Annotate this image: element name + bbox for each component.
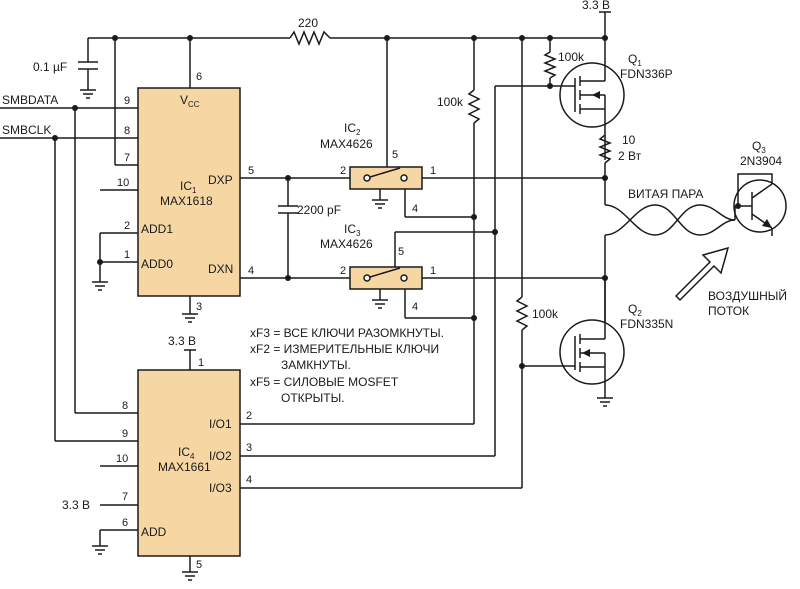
ic2-pin1: 1: [430, 165, 436, 177]
ic3-pin4: 4: [412, 301, 418, 313]
pullup-q2-label: 100k: [532, 307, 559, 321]
ic2-pin4: 4: [412, 203, 418, 215]
resistor-pullup-q2: [515, 296, 529, 331]
q2-part: FDN335N: [620, 317, 673, 331]
ic4-pin9: 9: [122, 428, 128, 440]
ic4-io2: I/O2: [209, 449, 232, 463]
ic1-part: MAX1618: [160, 194, 213, 208]
ic3-pin1: 1: [430, 265, 436, 277]
note-line-2: xF2 = ИЗМЕРИТЕЛЬНЫЕ КЛЮЧИ: [250, 342, 439, 356]
ic1-body: [137, 87, 241, 297]
ic4-pin4: 4: [246, 474, 252, 486]
ic2-pin2: 2: [340, 165, 346, 177]
ic4-io1: I/O1: [209, 417, 232, 431]
cap-decoupling: [78, 38, 98, 99]
smbdata-label: SMBDATA: [2, 93, 58, 107]
top-rail: [88, 11, 611, 39]
ic1-dxn: DXN: [208, 262, 233, 276]
ic1-pin2: 2: [124, 220, 130, 232]
q1-part: FDN336P: [620, 67, 673, 81]
ic3-ref: IC3: [344, 222, 361, 238]
q3-transistor: [733, 173, 787, 236]
ic2-body: [349, 166, 423, 190]
ic1-add1: ADD1: [141, 222, 173, 236]
cap-filter: [278, 178, 298, 278]
cap-filter-label: 2200 pF: [297, 203, 341, 217]
twisted-pair-label: ВИТАЯ ПАРА: [628, 187, 703, 201]
ic1-pin7: 7: [124, 152, 130, 164]
note-line-1: xF3 = ВСЕ КЛЮЧИ РАЗОМКНУТЫ.: [250, 326, 444, 340]
ic3-part: MAX4626: [320, 237, 373, 251]
ic4-pin3: 3: [246, 442, 252, 454]
ic4-pin7-supply: 3.3 В: [62, 498, 90, 512]
ic1-pin9: 9: [124, 95, 130, 107]
ic4-pin5: 5: [196, 559, 202, 571]
resistor-pullup-ic2: [467, 89, 481, 124]
ic3-body: [349, 266, 423, 290]
ic4-pin6: 6: [122, 517, 128, 529]
ic3-pin2: 2: [340, 265, 346, 277]
ic4-ref: IC4: [178, 445, 195, 461]
ic4-io3: I/O3: [209, 481, 232, 495]
cap-decoupling-label: 0.1 µF: [33, 60, 67, 74]
heater-power: 2 Вт: [618, 149, 642, 163]
ic1-pin10: 10: [117, 177, 129, 189]
note-line-3: ЗАМКНУТЫ.: [281, 358, 351, 372]
supply-label-top: 3.3 В: [582, 0, 610, 12]
ic1-pin6: 6: [196, 71, 202, 83]
ic2-part: MAX4626: [320, 137, 373, 151]
ic1-pin3: 3: [196, 301, 202, 313]
ic1-pin5: 5: [248, 165, 254, 177]
ic2-pin5: 5: [392, 149, 398, 161]
airflow-label-1: ВОЗДУШНЫЙ: [708, 288, 787, 303]
ic1-ref: IC1: [180, 179, 197, 195]
q2-ref: Q2: [628, 302, 642, 318]
ic3-pin5: 5: [398, 246, 404, 258]
ic1-pin8: 8: [124, 125, 130, 137]
airflow-arrow: [674, 246, 730, 302]
smbclk-label: SMBCLK: [2, 123, 51, 137]
airflow-label-2: ПОТОК: [708, 304, 749, 318]
note-line-4: xF5 = СИЛОВЫЕ MOSFET: [250, 375, 399, 389]
resistor-pullup-q1: [542, 51, 558, 79]
note-line-5: ОТКРЫТЫ.: [281, 391, 345, 405]
ic1-add0: ADD0: [141, 257, 173, 271]
resistor-220: [289, 30, 331, 46]
ic4-pin10: 10: [116, 453, 128, 465]
ic4-pin1: 1: [198, 357, 204, 369]
ic4-part: MAX1661: [158, 460, 211, 474]
q1-ref: Q1: [628, 52, 642, 68]
ic4-pin8: 8: [122, 400, 128, 412]
q2-mosfet: [559, 278, 625, 407]
heater-value: 10: [622, 133, 636, 147]
q3-part: 2N3904: [740, 154, 782, 168]
ic4-pin2: 2: [246, 410, 252, 422]
ic4-add: ADD: [141, 525, 167, 539]
ic1-vcc: VCC: [180, 93, 200, 109]
ic4-body: [137, 369, 241, 557]
resistor-220-label: 220: [298, 16, 318, 30]
resistor-heater: [597, 134, 613, 164]
pullup-q1-label: 100k: [558, 50, 585, 64]
ic1-dxp: DXP: [208, 173, 233, 187]
q3-ref: Q3: [752, 139, 766, 155]
ic1-pin4: 4: [248, 265, 254, 277]
ic1-pin1: 1: [124, 249, 130, 261]
pullup-ic2-label: 100k: [437, 95, 464, 109]
ic4-supply-label: 3.3 В: [168, 334, 196, 348]
ic4-pin7: 7: [122, 491, 128, 503]
ic2-ref: IC2: [344, 121, 361, 137]
